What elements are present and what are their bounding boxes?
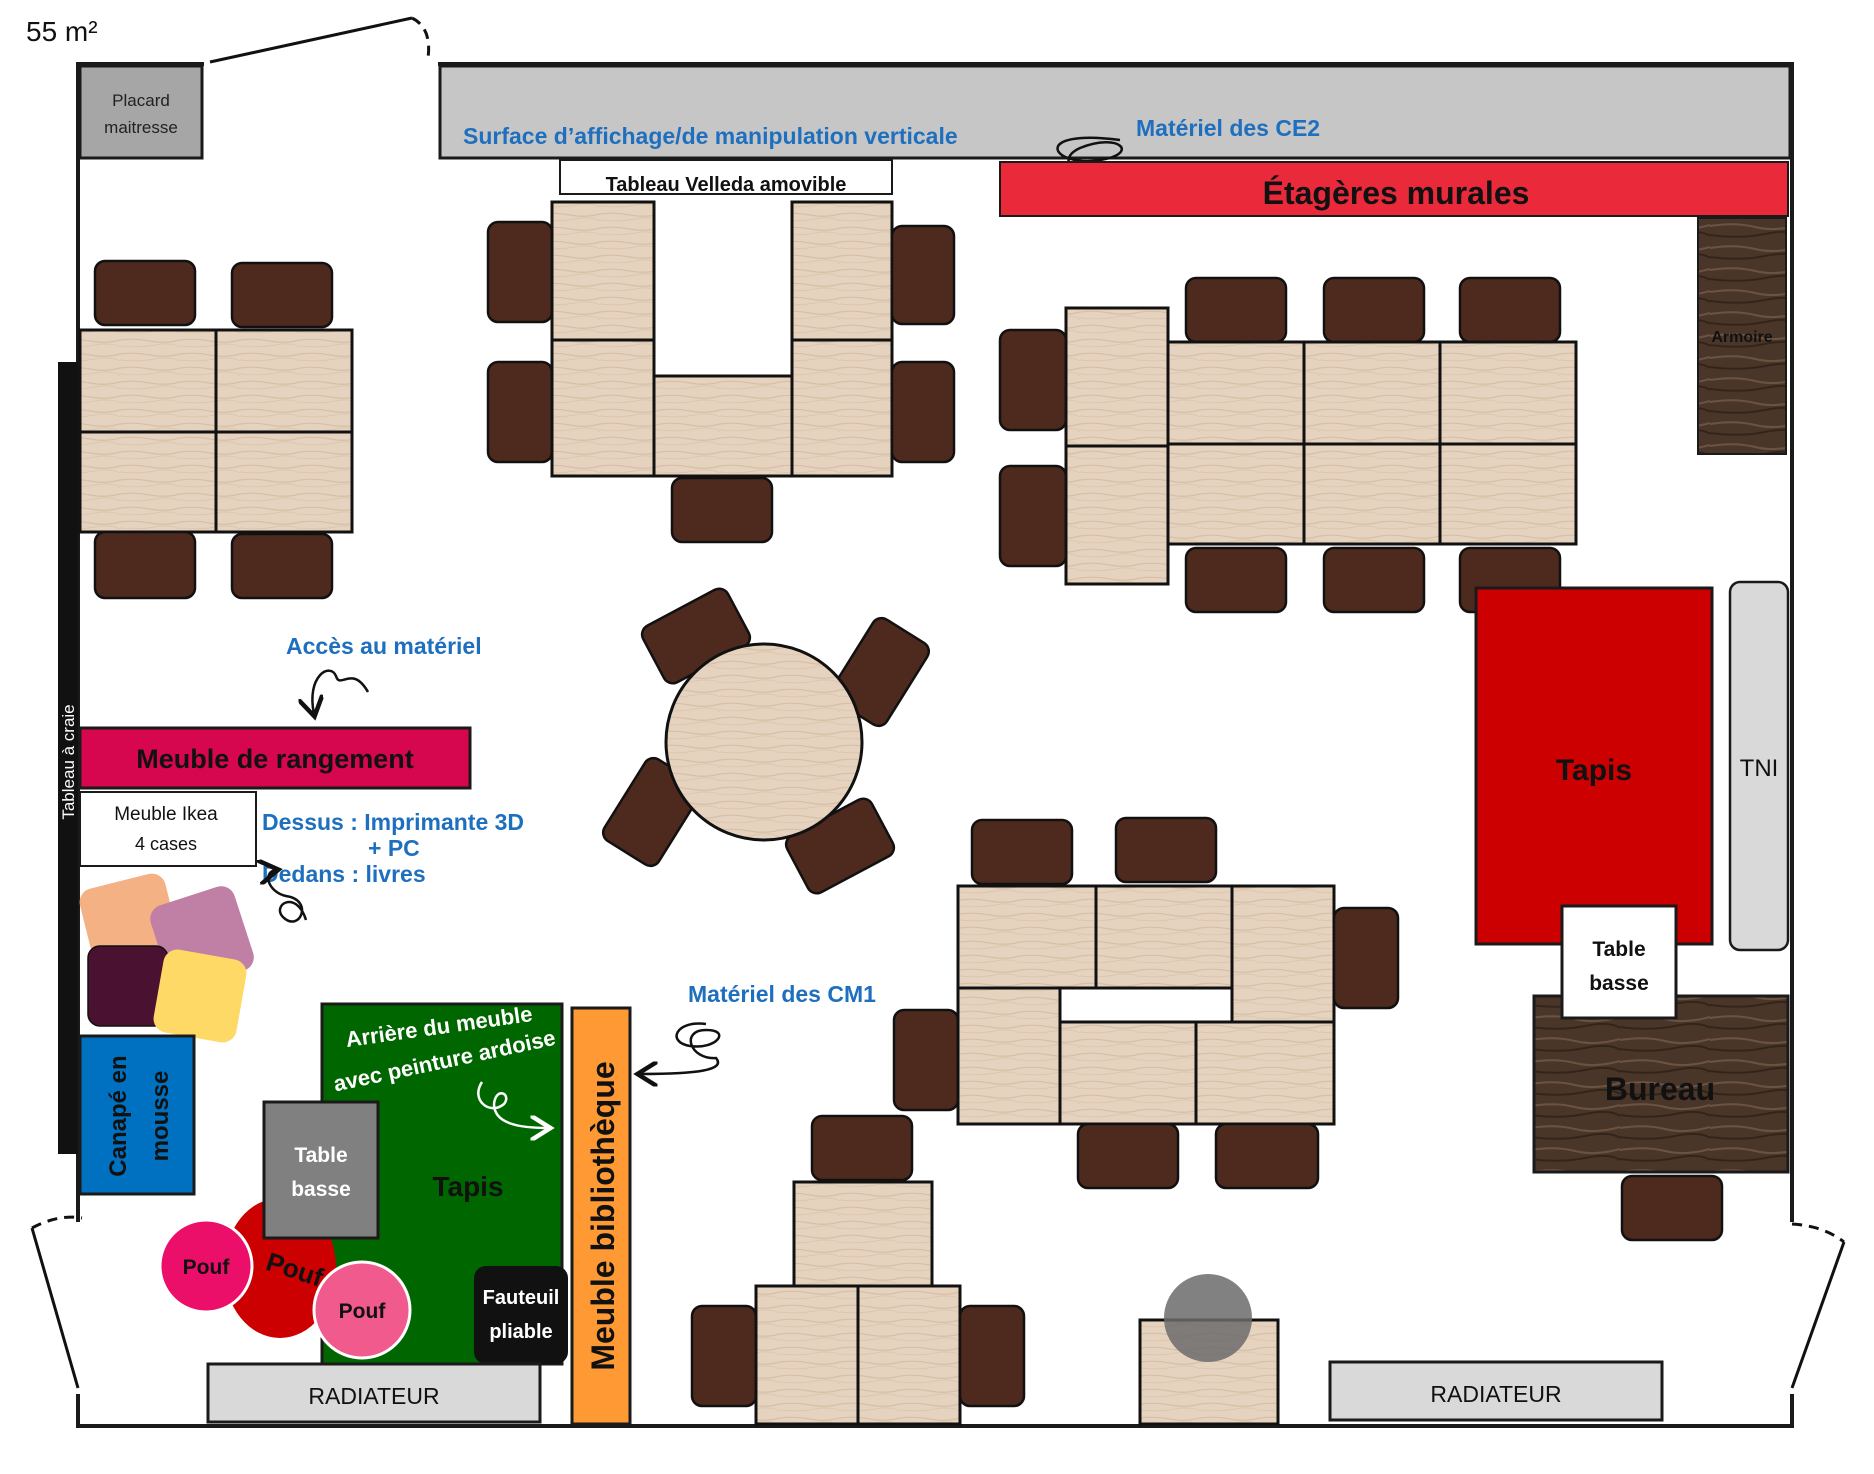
- acces-arrow: [312, 669, 370, 714]
- arriere-arrow: [477, 1081, 548, 1128]
- top-door: [204, 16, 438, 69]
- pouf-pink-right-label: Pouf: [339, 1300, 387, 1323]
- desk-group-top-left: [78, 259, 354, 600]
- etageres-label: Étagères murales: [1263, 175, 1530, 211]
- cm1-arrow: [640, 1022, 721, 1074]
- tapis-vert-label: Tapis: [432, 1171, 503, 1202]
- placard-label-2: maitresse: [104, 118, 178, 137]
- affichage-label: Surface d’affichage/de manipulation vert…: [463, 123, 958, 149]
- table-basse-left-label-1: Table: [294, 1144, 347, 1167]
- pouf-pink-left: [158, 1218, 254, 1314]
- radiateur-right-label: RADIATEUR: [1430, 1381, 1561, 1407]
- desk-group-center-right: [892, 816, 1400, 1190]
- cushions: [79, 873, 254, 1043]
- acces-label: Accès au matériel: [286, 633, 482, 659]
- table-basse-right-label-1: Table: [1592, 938, 1645, 961]
- fauteuil-label-1: Fauteuil: [483, 1287, 560, 1309]
- bureau: [1532, 994, 1790, 1174]
- area-label: 55 m²: [26, 16, 98, 47]
- radiateur-right: [1328, 1360, 1664, 1422]
- fauteuil-label-2: pliable: [489, 1321, 552, 1343]
- placard-maitresse: [78, 64, 204, 160]
- table-basse-right-label-2: basse: [1589, 972, 1649, 995]
- tableau-craie: [58, 362, 78, 1154]
- radiateur-left-label: RADIATEUR: [308, 1383, 439, 1409]
- table-basse-right: [1560, 904, 1678, 1020]
- desk-group-top-right: [998, 276, 1578, 614]
- tableau-craie-label: Tableau à craie: [59, 704, 78, 819]
- placard-label-1: Placard: [112, 91, 170, 110]
- fauteuil-pliable: [474, 1266, 568, 1364]
- armoire-label: Armoire: [1711, 329, 1772, 346]
- armoire: [1697, 217, 1787, 455]
- tni-label: TNI: [1740, 755, 1779, 782]
- dessus-pc-label: + PC: [368, 835, 420, 861]
- pouf-pink-right: [312, 1260, 412, 1360]
- dessus-label: Dessus : Imprimante 3D: [262, 809, 524, 835]
- ikea-arrow: [268, 870, 308, 923]
- tapis-rouge-label: Tapis: [1556, 754, 1632, 787]
- tni: [1728, 580, 1790, 952]
- etageres-murales: [999, 161, 1789, 217]
- desk-group-bottom: [690, 1114, 1026, 1426]
- velleda-label: Tableau Velleda amovible: [606, 174, 847, 196]
- pouf-pink-left-label: Pouf: [183, 1256, 231, 1279]
- dedans-label: Dedans : livres: [262, 861, 426, 887]
- canape-label-1: Canapé en: [105, 1055, 132, 1176]
- canape-mousse: [78, 1034, 196, 1196]
- meuble-ikea: [79, 791, 257, 867]
- round-table-group: [601, 587, 931, 895]
- table-basse-left-label-2: basse: [291, 1178, 351, 1201]
- canape-label-2: mousse: [147, 1071, 174, 1162]
- right-door: [1788, 1222, 1846, 1394]
- radiateur-left: [206, 1362, 542, 1424]
- bureau-chair: [1620, 1174, 1724, 1242]
- meuble-bibliotheque: [570, 1006, 632, 1426]
- meuble-rangement: [78, 726, 472, 790]
- velleda-board: [559, 159, 893, 195]
- meuble-rangement-label: Meuble de rangement: [136, 744, 414, 774]
- tapis-rouge: [1474, 586, 1714, 946]
- meuble-ikea-label-1: Meuble Ikea: [114, 804, 218, 825]
- bureau-label: Bureau: [1605, 1071, 1715, 1107]
- left-door: [30, 1215, 83, 1394]
- cm1-label: Matériel des CM1: [688, 981, 876, 1007]
- meuble-bibliotheque-label: Meuble bibliothèque: [585, 1061, 621, 1370]
- meuble-ikea-label-2: 4 cases: [135, 834, 197, 854]
- single-desk-stool: [1138, 1274, 1280, 1426]
- desk-group-u-shape: [486, 200, 956, 544]
- ce2-label: Matériel des CE2: [1136, 115, 1320, 141]
- table-basse-left: [262, 1100, 380, 1240]
